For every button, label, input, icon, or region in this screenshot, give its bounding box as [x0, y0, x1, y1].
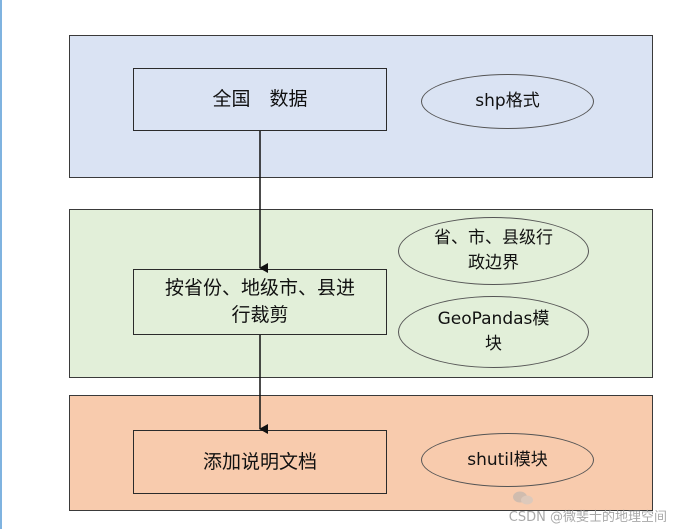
shp-format-ellipse: shp格式 — [421, 74, 594, 129]
left-edge-line — [0, 0, 2, 529]
wechat-watermark-icon — [513, 491, 533, 505]
add-docs-box: 添加说明文档 — [133, 430, 387, 494]
geopandas-module-ellipse: GeoPandas模 块 — [398, 296, 589, 368]
watermark-text: CSDN @微斐士的地理空间 — [508, 510, 667, 525]
admin-boundaries-ellipse: 省、市、县级行 政边界 — [398, 217, 589, 285]
shutil-module-ellipse: shutil模块 — [421, 433, 594, 487]
national-data-box: 全国 数据 — [133, 68, 387, 131]
clip-by-region-box: 按省份、地级市、县进 行裁剪 — [133, 269, 387, 335]
